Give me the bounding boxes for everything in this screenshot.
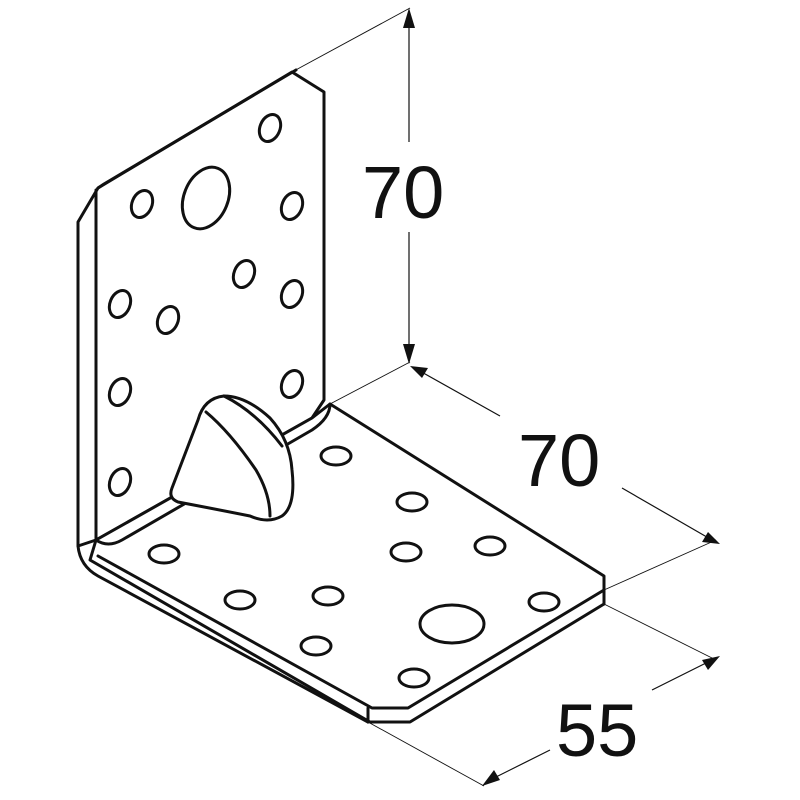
arrow-head [410, 366, 428, 378]
hole [231, 258, 257, 290]
hole [473, 535, 507, 557]
horizontal-plate-bend [76, 544, 370, 724]
hole [279, 368, 305, 400]
arrow-head [403, 8, 415, 28]
vertical-plate-holes [107, 112, 305, 498]
arrow-head [702, 656, 720, 670]
width-dimension: 55 [367, 603, 720, 787]
hole [279, 190, 305, 222]
large-hole [418, 603, 486, 645]
arrow-head [482, 770, 500, 786]
stiffening-rib [169, 394, 295, 522]
hole [257, 112, 283, 144]
horizontal-plate-front-edge [96, 554, 606, 710]
hole [389, 541, 423, 563]
hole [311, 585, 345, 607]
arrow-head [403, 344, 415, 364]
hole [527, 591, 561, 613]
hole [395, 491, 429, 513]
depth-label: 70 [518, 419, 600, 502]
horizontal-plate-holes [147, 445, 561, 689]
height-dimension: 70 [291, 7, 444, 405]
arrow-head [702, 532, 720, 544]
hole [107, 466, 133, 498]
hole [223, 589, 257, 611]
depth-dimension: 70 [410, 366, 720, 591]
width-label: 55 [556, 689, 638, 772]
large-hole [180, 165, 232, 231]
hole [299, 635, 333, 657]
hole [319, 445, 353, 467]
height-label: 70 [362, 151, 444, 234]
angle-bracket [76, 68, 606, 724]
hole [397, 667, 431, 689]
hole [279, 278, 305, 310]
hole [107, 288, 133, 320]
hole [107, 376, 133, 408]
vertical-plate-top-edge [96, 68, 298, 190]
hole [129, 188, 155, 220]
hole [155, 304, 181, 336]
hole [147, 543, 181, 565]
